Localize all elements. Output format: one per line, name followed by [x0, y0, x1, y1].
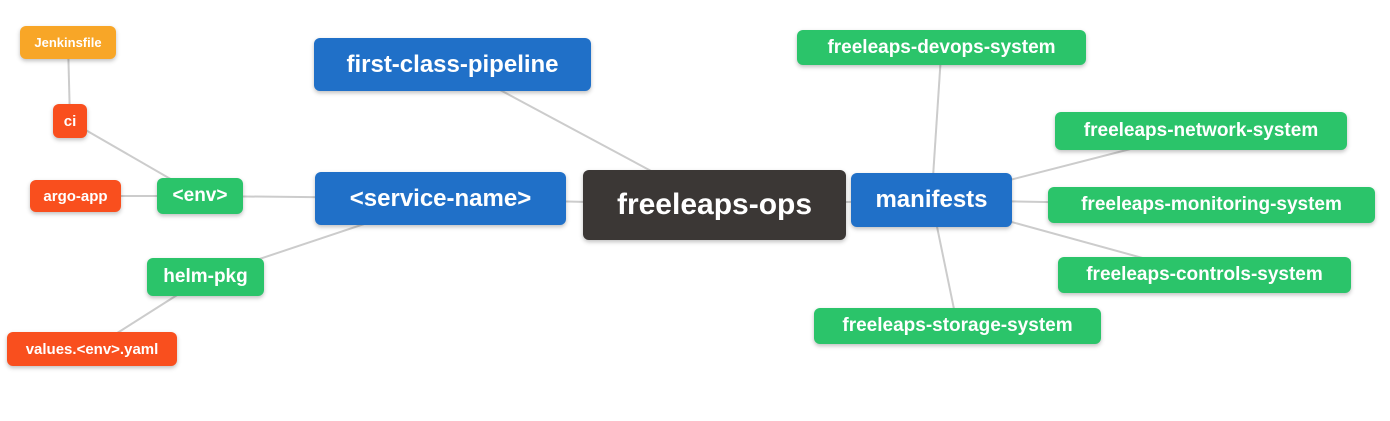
node-freeleaps-monitoring-system[interactable]: freeleaps-monitoring-system	[1048, 187, 1375, 223]
node-helm-pkg[interactable]: helm-pkg	[147, 258, 264, 296]
node-label-argo-app: argo-app	[43, 187, 108, 205]
node-freeleaps-devops-system[interactable]: freeleaps-devops-system	[797, 30, 1086, 65]
node-freeleaps-controls-system[interactable]: freeleaps-controls-system	[1058, 257, 1351, 293]
node-label-manifests: manifests	[875, 186, 988, 213]
node-label-freeleaps-devops-system: freeleaps-devops-system	[827, 36, 1056, 58]
node-label-service-name: <service-name>	[349, 184, 532, 212]
node-first-class-pipeline[interactable]: first-class-pipeline	[314, 38, 591, 91]
node-freeleaps-network-system[interactable]: freeleaps-network-system	[1055, 112, 1347, 150]
node-env[interactable]: <env>	[157, 178, 243, 214]
node-manifests[interactable]: manifests	[851, 173, 1012, 227]
node-label-jenkinsfile: Jenkinsfile	[34, 35, 102, 50]
node-label-freeleaps-storage-system: freeleaps-storage-system	[842, 315, 1073, 336]
node-freeleaps-ops[interactable]: freeleaps-ops	[583, 170, 846, 240]
node-jenkinsfile[interactable]: Jenkinsfile	[20, 26, 116, 59]
node-label-env: <env>	[172, 185, 228, 206]
node-label-first-class-pipeline: first-class-pipeline	[346, 50, 559, 78]
node-label-ci: ci	[63, 112, 77, 130]
node-label-freeleaps-monitoring-system: freeleaps-monitoring-system	[1081, 194, 1342, 215]
node-values-env-yaml[interactable]: values.<env>.yaml	[7, 332, 177, 366]
node-label-freeleaps-network-system: freeleaps-network-system	[1083, 120, 1319, 141]
node-label-freeleaps-controls-system: freeleaps-controls-system	[1086, 264, 1323, 285]
node-argo-app[interactable]: argo-app	[30, 180, 121, 212]
node-label-helm-pkg: helm-pkg	[163, 266, 248, 287]
node-freeleaps-storage-system[interactable]: freeleaps-storage-system	[814, 308, 1101, 344]
node-ci[interactable]: ci	[53, 104, 87, 138]
node-label-freeleaps-ops: freeleaps-ops	[616, 188, 813, 221]
node-service-name[interactable]: <service-name>	[315, 172, 566, 225]
node-label-values-env-yaml: values.<env>.yaml	[25, 340, 159, 358]
